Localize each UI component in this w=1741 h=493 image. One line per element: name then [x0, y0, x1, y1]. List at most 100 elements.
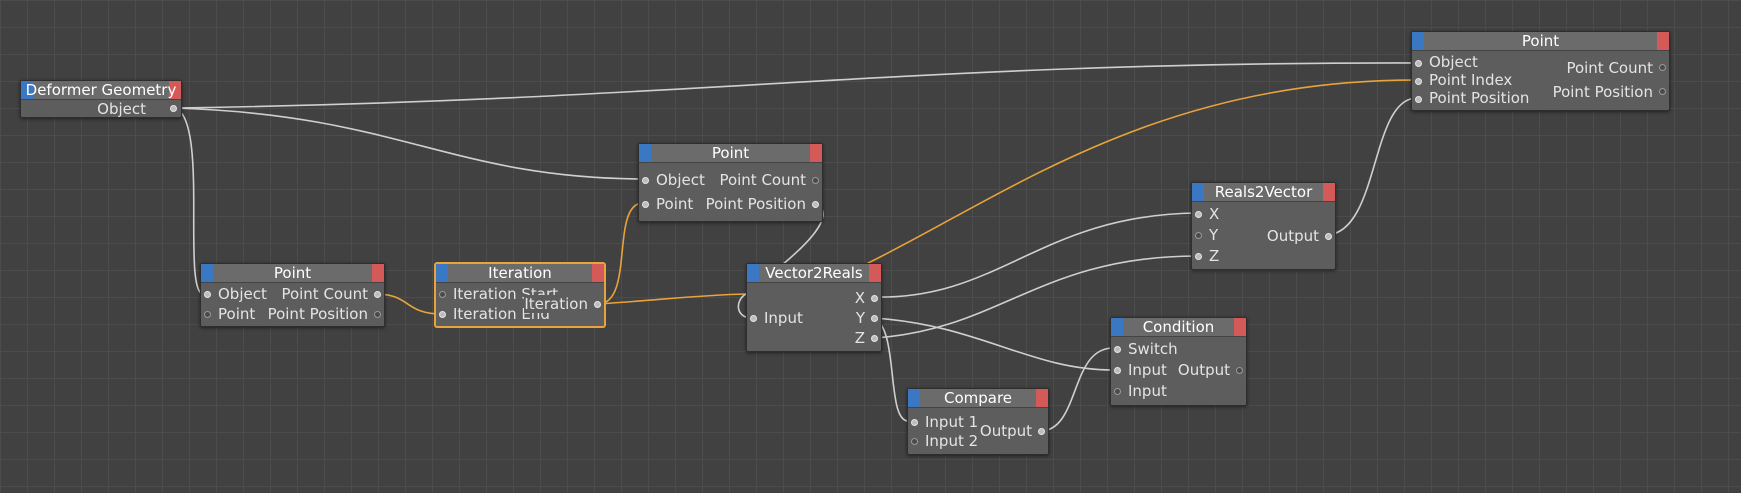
input-port-x[interactable] [1195, 211, 1202, 218]
node-reals2vector[interactable]: Reals2Vector X Y Z Output [1191, 182, 1336, 270]
port-label-point: Point [656, 195, 694, 213]
output-port-point-position[interactable] [1659, 88, 1666, 95]
input-port-input-2[interactable] [1114, 388, 1121, 395]
port-label-point: Point [218, 305, 256, 323]
wire-v2r-x-to-r2v-x[interactable] [873, 212, 1198, 298]
input-tab[interactable] [1192, 183, 1204, 201]
port-label-output: Output [1266, 227, 1319, 245]
input-port-input[interactable] [750, 315, 757, 322]
output-tab[interactable] [810, 144, 822, 162]
wire-iteration-to-point-middle-point[interactable] [597, 202, 644, 305]
node-vector2reals[interactable]: Vector2Reals Input X Y Z [746, 263, 882, 352]
port-label-input-1: Input [1128, 361, 1167, 379]
output-port-point-count[interactable] [374, 291, 381, 298]
output-port-output[interactable] [1038, 428, 1045, 435]
output-tab[interactable] [592, 264, 604, 282]
port-label-switch: Switch [1128, 340, 1178, 358]
output-port-y[interactable] [871, 315, 878, 322]
input-port-point-index[interactable] [1415, 78, 1422, 85]
wire-iteration-to-vector2reals[interactable] [597, 293, 747, 305]
wire-v2r-z-to-r2v-z[interactable] [873, 255, 1198, 339]
output-tab[interactable] [1657, 32, 1669, 50]
port-label-input-1: Input 1 [925, 413, 979, 431]
input-port-input-1[interactable] [911, 419, 918, 426]
node-deformer-geometry[interactable]: Deformer Geometry Object [20, 80, 182, 118]
output-port-output[interactable] [1236, 367, 1243, 374]
input-tab[interactable] [747, 264, 759, 282]
input-port-point[interactable] [204, 311, 211, 318]
node-header[interactable]: Point [1412, 32, 1669, 51]
input-port-object[interactable] [204, 291, 211, 298]
port-label-input-2: Input [1128, 382, 1167, 400]
input-port-object[interactable] [1415, 60, 1422, 67]
node-point-top-right[interactable]: Point Object Point Index Point Position … [1411, 31, 1670, 111]
output-port-x[interactable] [871, 295, 878, 302]
node-compare[interactable]: Compare Input 1 Input 2 Output [907, 388, 1049, 455]
input-port-iteration-end[interactable] [439, 311, 446, 318]
output-port-point-count[interactable] [812, 177, 819, 184]
input-tab[interactable] [201, 264, 213, 282]
wire-deformer-to-point-left-object[interactable] [174, 107, 206, 295]
node-header[interactable]: Point [201, 264, 384, 283]
input-port-y[interactable] [1195, 232, 1202, 239]
input-port-input-1[interactable] [1114, 367, 1121, 374]
wire-r2v-to-point-top-position[interactable] [1326, 97, 1418, 236]
input-port-point-position[interactable] [1415, 96, 1422, 103]
port-label-output: Output [1177, 361, 1230, 379]
input-tab[interactable] [21, 81, 33, 99]
node-header[interactable]: Vector2Reals [747, 264, 881, 283]
output-port-point-position[interactable] [812, 201, 819, 208]
port-label-z: Z [1209, 247, 1220, 265]
output-port-z[interactable] [871, 335, 878, 342]
node-title: Point [273, 264, 312, 282]
node-point-middle[interactable]: Point Object Point Point Count Point Pos… [638, 143, 823, 222]
wire-point-count-to-iteration-end[interactable] [375, 293, 442, 315]
output-port-point-count[interactable] [1659, 64, 1666, 71]
input-port-input-2[interactable] [911, 438, 918, 445]
input-port-z[interactable] [1195, 253, 1202, 260]
node-header[interactable]: Reals2Vector [1192, 183, 1335, 202]
node-point-left[interactable]: Point Object Point Point Count Point Pos… [200, 263, 385, 327]
output-tab[interactable] [1036, 389, 1048, 407]
node-header[interactable]: Condition [1111, 318, 1246, 337]
wire-deformer-to-point-middle-object[interactable] [174, 107, 644, 180]
input-port-iteration-start[interactable] [439, 291, 446, 298]
output-port-point-position[interactable] [374, 311, 381, 318]
node-header[interactable]: Iteration [436, 264, 604, 283]
output-tab[interactable] [1234, 318, 1246, 336]
node-iteration[interactable]: Iteration Iteration Start Iteration End … [435, 263, 605, 327]
output-tab[interactable] [169, 81, 181, 99]
input-tab[interactable] [639, 144, 651, 162]
output-port-iteration[interactable] [594, 301, 601, 308]
output-tab[interactable] [869, 264, 881, 282]
wire-compare-to-condition-switch[interactable] [1040, 347, 1114, 432]
node-title: Reals2Vector [1214, 183, 1313, 201]
input-tab[interactable] [436, 264, 448, 282]
input-tab[interactable] [1111, 318, 1123, 336]
node-condition[interactable]: Condition Switch Input Input Output [1110, 317, 1247, 406]
port-label-input-2: Input 2 [925, 432, 979, 450]
wire-iteration-to-point-top-index[interactable] [857, 79, 1418, 269]
port-label-object: Object [1429, 53, 1478, 71]
port-label-point-count: Point Count [281, 285, 368, 303]
port-label-point-position: Point Position [1429, 89, 1530, 107]
output-tab[interactable] [1323, 183, 1335, 201]
input-port-point[interactable] [642, 201, 649, 208]
wire-deformer-to-point-top-object[interactable] [174, 62, 1418, 109]
input-tab[interactable] [908, 389, 920, 407]
node-title: Point [711, 144, 750, 162]
node-title: Point [1521, 32, 1560, 50]
node-header[interactable]: Point [639, 144, 822, 163]
node-header[interactable]: Deformer Geometry [21, 81, 181, 100]
output-tab[interactable] [372, 264, 384, 282]
port-label-x: X [854, 289, 865, 307]
node-header[interactable]: Compare [908, 389, 1048, 408]
input-port-switch[interactable] [1114, 346, 1121, 353]
output-port-object[interactable] [170, 105, 177, 112]
wire-v2r-y-to-condition-input[interactable] [873, 317, 1114, 371]
output-port-output[interactable] [1325, 233, 1332, 240]
port-label-point-index: Point Index [1429, 71, 1513, 89]
port-label-iteration: Iteration [524, 295, 588, 313]
input-port-object[interactable] [642, 177, 649, 184]
input-tab[interactable] [1412, 32, 1424, 50]
